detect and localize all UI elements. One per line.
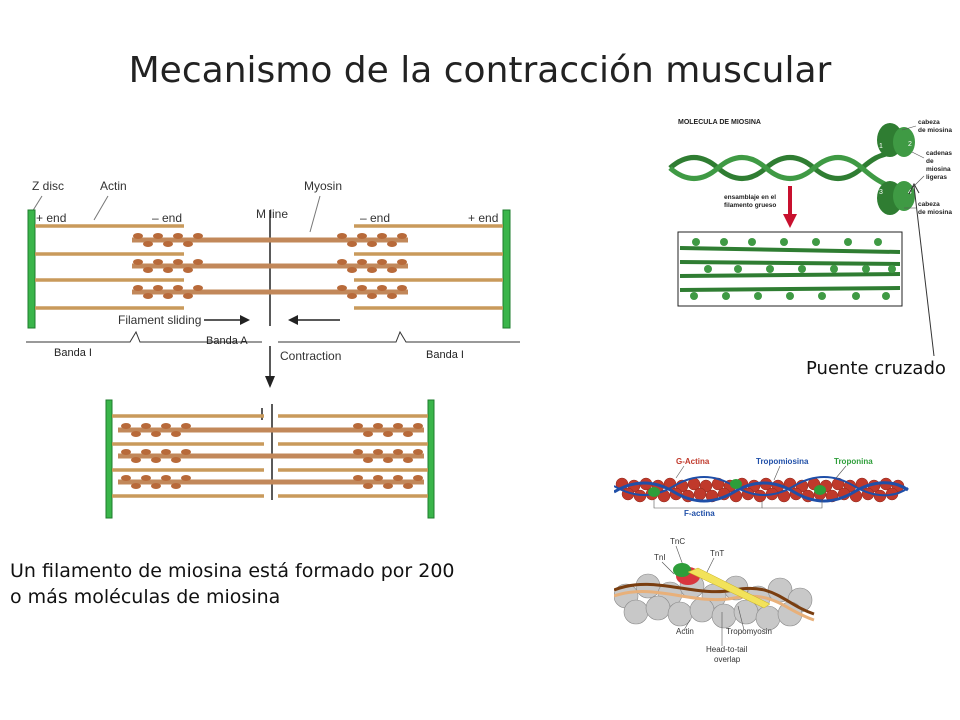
z-disc-contracted-left (105, 399, 113, 519)
troponina-label: Troponina (834, 457, 873, 466)
head-to-tail-label-2: overlap (714, 655, 741, 664)
head-number-3: 3 (879, 189, 883, 196)
cadenas-label-2: de (926, 158, 934, 165)
plus-end-right-label: + end (468, 211, 498, 225)
myosin-label: Myosin (304, 179, 342, 193)
filament-sliding-label: Filament sliding (118, 313, 201, 327)
ensamblaje-label-1: ensamblaje en el (724, 194, 776, 201)
plus-end-left-label: + end (36, 211, 66, 225)
puente-pointer (908, 182, 935, 357)
cabeza-top-label-1: cabeza (918, 119, 940, 126)
z-disc-label: Z disc (32, 179, 64, 193)
contraction-label: Contraction (280, 349, 341, 363)
thin-filament-diagram: G-Actina Tropomiosina Troponina F-actina (614, 457, 909, 518)
cabeza-top-label-2: de miosina (918, 127, 952, 134)
troponin-complex-diagram: TnC TnI TnT Actin Tropomyosin Head-to-ta… (614, 537, 815, 664)
m-line-label: M line (256, 207, 288, 221)
z-disc-contracted-right (427, 399, 435, 519)
minus-end-right-label: – end (360, 211, 390, 225)
actin-complex-label: Actin (676, 627, 694, 636)
caption-text: Un filamento de miosina está formado por… (10, 560, 455, 608)
ensamblaje-label-2: filamento grueso (724, 202, 776, 209)
z-disc-right (502, 209, 511, 329)
myosin-molecule-title: MOLECULA DE MIOSINA (678, 119, 761, 126)
banda-i-left-label: Banda I (54, 347, 92, 359)
tropomyosin-complex-label: Tropomyosin (726, 627, 772, 636)
tnc-label: TnC (670, 537, 685, 546)
puente-cruzado-label: Puente cruzado (806, 358, 946, 379)
f-actina-label: F-actina (684, 509, 715, 518)
slide-title: Mecanismo de la contracción muscular (128, 50, 832, 91)
cabeza-bottom-label-2: de miosina (918, 209, 952, 216)
cadenas-label-1: cadenas (926, 150, 952, 157)
actin-label: Actin (100, 179, 127, 193)
g-actina-label: G-Actina (676, 457, 710, 466)
banda-i-right-label: Banda I (426, 349, 464, 361)
assembly-arrow (783, 214, 797, 228)
minus-end-left-label: – end (152, 211, 182, 225)
cadenas-label-3: miosina (926, 166, 951, 173)
tropomiosina-label: Tropomiosina (756, 457, 809, 466)
head-number-2: 2 (908, 141, 912, 148)
banda-a-label: Banda A (206, 335, 248, 347)
head-to-tail-label-1: Head-to-tail (706, 645, 748, 654)
myosin-molecule-diagram: MOLECULA DE MIOSINA 1 2 3 4 cabeza de mi… (668, 119, 952, 307)
head-number-1: 1 (879, 143, 883, 150)
sarcomere-diagram: Z disc Actin Myosin M line + end – end –… (26, 179, 520, 519)
cadenas-label-4: ligeras (926, 174, 947, 181)
cabeza-bottom-label-1: cabeza (918, 201, 940, 208)
tni-label: TnI (654, 553, 666, 562)
z-disc-left (27, 209, 36, 329)
tnt-label: TnT (710, 549, 724, 558)
